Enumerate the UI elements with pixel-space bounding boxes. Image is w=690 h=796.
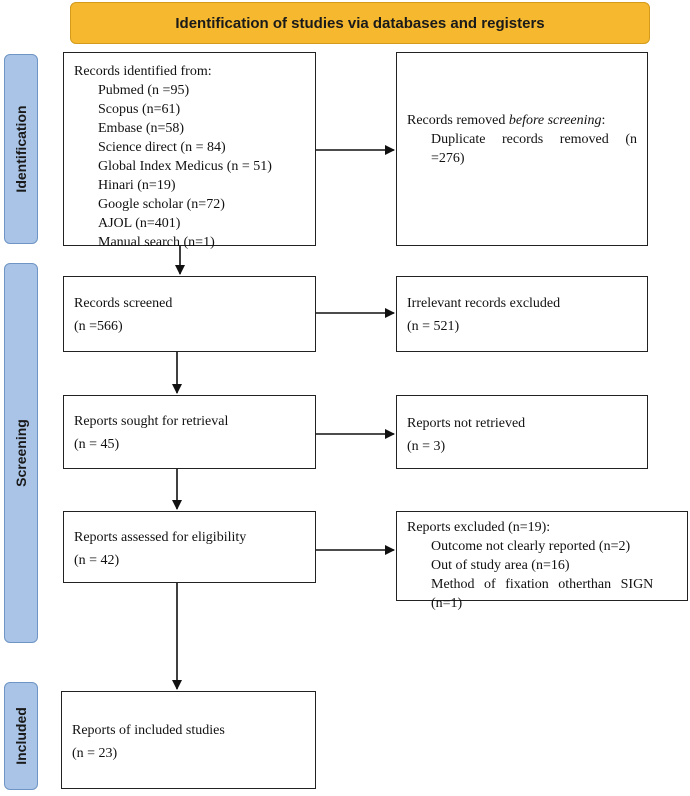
not-retrieved-box: Reports not retrieved (n = 3) [396,395,648,469]
duplicates-removed-line2: =276) [431,151,465,166]
source-item: Pubmed (n =95) [98,83,190,98]
included-studies-count: (n = 23) [72,746,118,761]
phase-included: Included [4,682,38,790]
reports-assessed-title: Reports assessed for eligibility [74,530,247,545]
exclusion-reason: Outcome not clearly reported (n=2) [431,539,631,554]
reports-sought-box: Reports sought for retrieval (n = 45) [63,395,316,469]
phase-identification: Identification [4,54,38,244]
not-retrieved-title: Reports not retrieved [407,416,526,431]
flow-header-title: Identification of studies via databases … [175,14,545,32]
records-screened-count: (n =566) [74,319,123,334]
reports-assessed-count: (n = 42) [74,553,120,568]
exclusion-reason: Method of fixation otherthan SIGN (n=1) [431,577,654,611]
source-item: Global Index Medicus (n = 51) [98,159,272,174]
source-item: Scopus (n=61) [98,102,181,117]
reports-sought-count: (n = 45) [74,437,120,452]
included-studies-title: Reports of included studies [72,723,225,738]
exclusion-reason: Out of study area (n=16) [431,558,570,573]
irrelevant-excluded-title: Irrelevant records excluded [407,296,561,311]
reports-sought-title: Reports sought for retrieval [74,414,229,429]
source-item: Google scholar (n=72) [98,197,225,212]
records-identified-box: Records identified from: Pubmed (n =95) … [63,52,316,250]
records-identified-title: Records identified from: [74,64,212,79]
records-screened-box: Records screened (n =566) [63,276,316,352]
source-item: Science direct (n = 84) [98,140,226,155]
not-retrieved-count: (n = 3) [407,439,446,454]
source-item: AJOL (n=401) [98,216,181,231]
source-item: Hinari (n=19) [98,178,176,193]
flow-header: Identification of studies via databases … [70,2,650,44]
records-removed-title: Records removed before screening: [407,113,606,128]
reports-excluded-box: Reports excluded (n=19): Outcome not cle… [396,511,688,611]
irrelevant-excluded-count: (n = 521) [407,319,460,334]
records-removed-box: Records removed before screening: Duplic… [396,52,648,246]
irrelevant-excluded-box: Irrelevant records excluded (n = 521) [396,276,648,352]
included-studies-box: Reports of included studies (n = 23) [61,691,316,789]
reports-excluded-title: Reports excluded (n=19): [407,520,551,535]
phase-screening: Screening [4,263,38,643]
reports-assessed-box: Reports assessed for eligibility (n = 42… [63,511,316,583]
records-screened-title: Records screened [74,296,173,311]
source-item: Embase (n=58) [98,121,185,136]
duplicates-removed-line1: Duplicate records removed (n [431,132,637,147]
source-item: Manual search (n=1) [98,235,215,250]
